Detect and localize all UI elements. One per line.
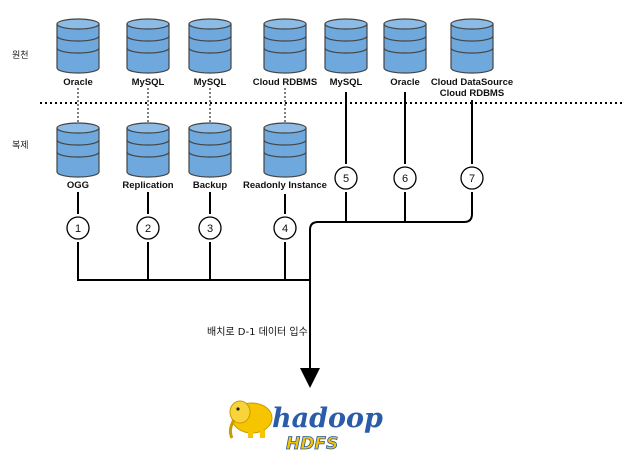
replica-db-icon-4 — [263, 122, 307, 178]
replica-db-icon-1 — [56, 122, 100, 178]
path-number-label-6: 6 — [402, 173, 408, 185]
source-db-icon-3 — [188, 18, 232, 74]
path-number-label-7: 7 — [469, 173, 475, 185]
source-db-icon-5 — [324, 18, 368, 74]
replica-label-2: Replication — [122, 180, 173, 191]
replica-label-3: Backup — [193, 180, 228, 191]
path-numbers: 1 2 3 4 5 6 7 — [66, 166, 484, 240]
flow-lines — [77, 92, 473, 378]
side-label-replica: 복제 — [12, 140, 29, 151]
replica-label-1: OGG — [67, 180, 89, 191]
path-number-label-4: 4 — [282, 223, 288, 235]
replica-connectors — [77, 88, 286, 122]
path-number-1: 1 — [66, 216, 90, 240]
flow-line-7-merged — [310, 100, 473, 378]
hadoop-hdfs-logo: hadoop HDFS — [228, 400, 383, 454]
path-number-6: 6 — [393, 166, 417, 190]
path-number-label-5: 5 — [343, 173, 349, 185]
source-label-1: Oracle — [63, 77, 93, 88]
batch-ingest-note: 배치로 D-1 데이터 입수 — [207, 325, 308, 338]
source-label-7-line2: Cloud RDBMS — [440, 88, 504, 99]
source-db-icon-6 — [383, 18, 427, 74]
flow-line-1 — [77, 192, 310, 281]
source-label-6: Oracle — [390, 77, 420, 88]
replica-label-4: Readonly Instance — [243, 180, 327, 191]
source-db-icon-7 — [450, 18, 494, 74]
hadoop-elephant-icon — [228, 400, 273, 439]
source-label-4: Cloud RDBMS — [253, 77, 317, 88]
path-number-3: 3 — [198, 216, 222, 240]
hdfs-wordmark: HDFS — [286, 434, 338, 454]
path-number-2: 2 — [136, 216, 160, 240]
path-number-label-3: 3 — [207, 223, 213, 235]
source-db-icon-2 — [126, 18, 170, 74]
side-label-source: 원천 — [12, 50, 29, 61]
path-number-7: 7 — [460, 166, 484, 190]
replica-db-icon-2 — [126, 122, 170, 178]
path-number-label-2: 2 — [145, 223, 151, 235]
path-number-4: 4 — [273, 216, 297, 240]
path-number-5: 5 — [334, 166, 358, 190]
replica-databases: OGG Replication Backup Readonly Instance — [56, 122, 327, 191]
source-label-5: MySQL — [330, 77, 363, 88]
source-db-icon-1 — [56, 18, 100, 74]
hadoop-wordmark: hadoop — [272, 403, 383, 434]
source-label-3: MySQL — [194, 77, 227, 88]
source-label-7: Cloud DataSource — [431, 77, 513, 88]
replica-db-icon-3 — [188, 122, 232, 178]
source-db-icon-4 — [263, 18, 307, 74]
path-number-label-1: 1 — [75, 223, 81, 235]
source-label-2: MySQL — [132, 77, 165, 88]
